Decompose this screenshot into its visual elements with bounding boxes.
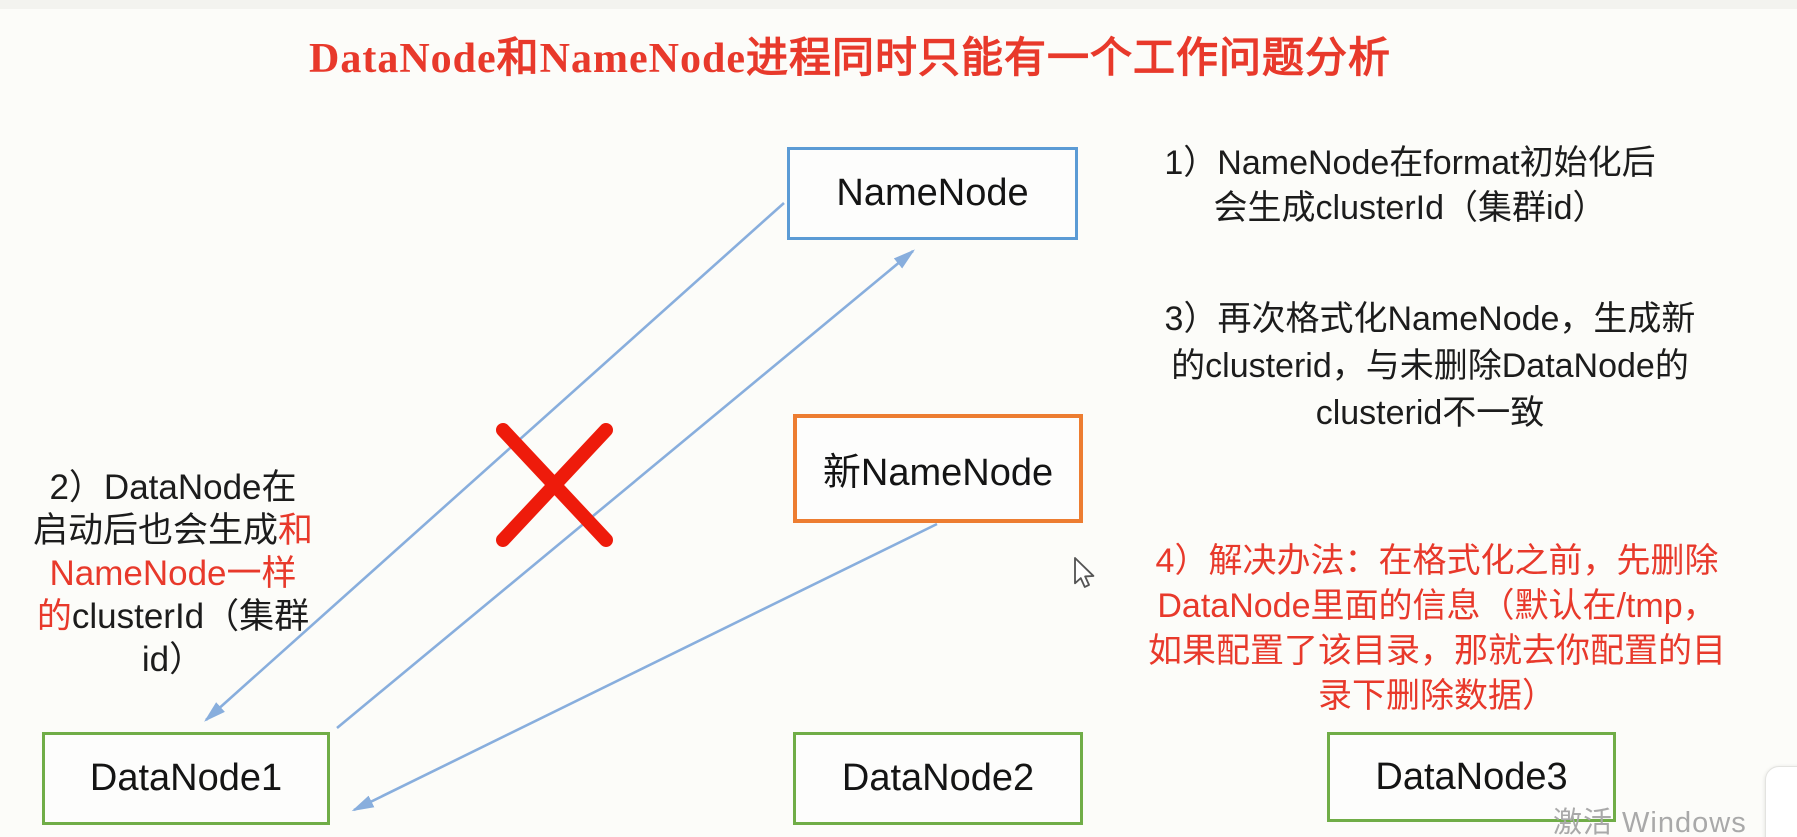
red-cross-icon <box>496 423 613 547</box>
note-2-line-1-text: 2）DataNode在 <box>49 468 297 507</box>
note-2-line-4-red: 的 <box>36 597 72 636</box>
datanode2-box: DataNode2 <box>793 732 1083 825</box>
new-namenode-label: 新NameNode <box>822 452 1054 494</box>
datanode2-label: DataNode2 <box>841 757 1035 799</box>
note-2-line-2-black: 启动后也会生成 <box>32 511 278 550</box>
activate-windows-watermark: 激活 Windows <box>1553 807 1747 837</box>
note-3-line-3: clusterid不一致 <box>1315 394 1545 432</box>
namenode-label: NameNode <box>836 172 1029 214</box>
new-namenode-box: 新NameNode <box>793 414 1083 523</box>
note-2-line-3-red: NameNode一样 <box>49 554 297 593</box>
note-2-line-1: 2）DataNode在 <box>8 466 338 509</box>
note-2-line-4: 的clusterId（集群 <box>8 595 338 638</box>
datanode1-label: DataNode1 <box>89 757 283 799</box>
note-2-line-3: NameNode一样 <box>8 552 338 595</box>
note-4-solution: 4）解决办法：在格式化之前，先删除 DataNode里面的信息（默认在/tmp，… <box>1077 539 1797 719</box>
note-2-datanode-cluster-id: 2）DataNode在 启动后也会生成和 NameNode一样 的cluster… <box>8 466 338 681</box>
note-4-line-2: DataNode里面的信息（默认在/tmp， <box>1157 587 1717 625</box>
top-strip <box>0 0 1797 9</box>
namenode-box: NameNode <box>787 147 1078 240</box>
note-1-line-2: 会生成clusterId（集群id） <box>1213 189 1607 227</box>
datanode3-box: DataNode3 <box>1327 732 1616 822</box>
note-2-line-5: id） <box>8 638 338 681</box>
note-2-line-2: 启动后也会生成和 <box>8 509 338 552</box>
note-3-reformat-mismatch: 3）再次格式化NameNode，生成新 的clusterid，与未删除DataN… <box>1080 296 1780 437</box>
datanode3-label: DataNode3 <box>1375 755 1568 798</box>
note-4-line-3: 如果配置了该目录，那就去你配置的目 <box>1148 632 1726 670</box>
note-1-line-1: 1）NameNode在format初始化后 <box>1164 144 1656 182</box>
note-3-line-1: 3）再次格式化NameNode，生成新 <box>1164 300 1696 338</box>
note-2-line-4-black: clusterId（集群 <box>71 597 310 636</box>
note-4-line-1: 4）解决办法：在格式化之前，先删除 <box>1155 542 1719 580</box>
floating-handle[interactable] <box>1765 766 1797 837</box>
note-2-line-2-red: 和 <box>278 511 314 550</box>
datanode1-box: DataNode1 <box>42 732 330 825</box>
page-title: DataNode和NameNode进程同时只能有一个工作问题分析 <box>309 36 1391 82</box>
note-3-line-2: 的clusterid，与未删除DataNode的 <box>1171 347 1689 385</box>
note-1-cluster-id-generated: 1）NameNode在format初始化后 会生成clusterId（集群id） <box>1090 141 1730 231</box>
note-2-line-5-text: id） <box>141 640 205 679</box>
note-4-line-4: 录下删除数据） <box>1318 677 1556 715</box>
